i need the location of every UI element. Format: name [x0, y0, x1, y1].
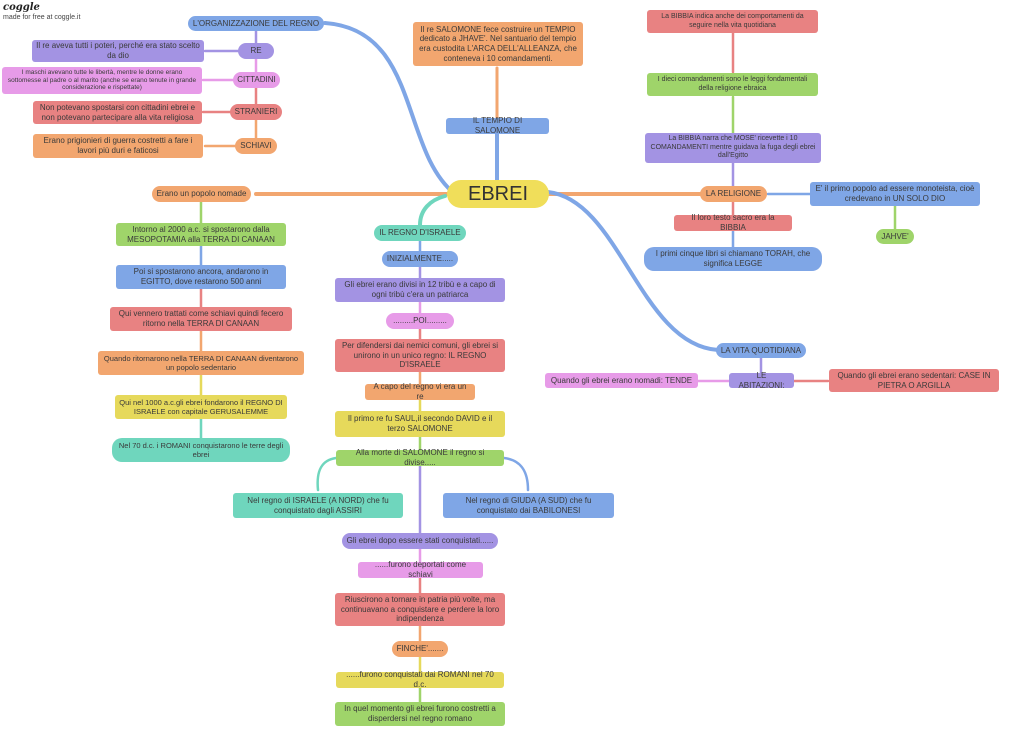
node-regno-8[interactable]: Nel regno di ISRAELE (A NORD) che fu con…	[233, 493, 403, 518]
node-sedentari[interactable]: Quando gli ebrei erano sedentari: CASE I…	[829, 369, 999, 392]
node-cittadini-desc[interactable]: I maschi avevano tutte le libertà, mentr…	[2, 67, 202, 94]
node-nomade-6[interactable]: Nel 70 d.c. i ROMANI conquistarono le te…	[112, 438, 290, 462]
node-regno-4[interactable]: Per difendersi dai nemici comuni, gli eb…	[335, 339, 505, 372]
node-torah[interactable]: I primi cinque libri si chiamano TORAH, …	[644, 247, 822, 271]
node-regno-3[interactable]: .........POI.........	[386, 313, 454, 329]
node-comandamenti[interactable]: I dieci comandamenti sono le leggi fonda…	[647, 73, 818, 96]
node-tempio-desc[interactable]: Il re SALOMONE fece costruire un TEMPIO …	[413, 22, 583, 66]
node-cittadini[interactable]: CITTADINI	[233, 72, 280, 88]
node-regno-7[interactable]: Alla morte di SALOMONE il regno si divis…	[336, 448, 504, 467]
node-regno-11[interactable]: ......furono deportati come schiavi	[358, 560, 483, 579]
node-tempio[interactable]: IL TEMPIO DI SALOMONE	[446, 116, 549, 135]
node-regno-9[interactable]: Nel regno di GIUDA (A SUD) che fu conqui…	[443, 493, 614, 518]
node-nomade-3[interactable]: Qui vennero trattati come schiavi quindi…	[110, 307, 292, 331]
node-religione[interactable]: LA RELIGIONE	[700, 186, 767, 202]
node-regno-14[interactable]: ......furono conquistati dai ROMANI nel …	[336, 670, 504, 689]
node-regno-15[interactable]: In quel momento gli ebrei furono costret…	[335, 702, 505, 726]
coggle-logo: coggle	[3, 2, 40, 13]
node-schiavi-desc[interactable]: Erano prigionieri di guerra costretti a …	[33, 134, 203, 158]
coggle-tagline: made for free at coggle.it	[3, 14, 81, 21]
node-re-desc[interactable]: Il re aveva tutti i poteri, perché era s…	[32, 40, 204, 62]
node-stranieri[interactable]: STRANIERI	[230, 104, 282, 120]
node-regno-israele[interactable]: IL REGNO D'ISRAELE	[374, 225, 466, 241]
node-re[interactable]: RE	[238, 43, 274, 59]
node-bibbia-indica[interactable]: La BIBBIA indica anche dei comportamenti…	[647, 10, 818, 33]
node-bibbia-narra[interactable]: La BIBBIA narra che MOSE' ricevette i 10…	[645, 133, 821, 163]
node-nomade-4[interactable]: Quando ritornarono nella TERRA DI CANAAN…	[98, 351, 304, 375]
node-regno-6[interactable]: Il primo re fu SAUL,il secondo DAVID e i…	[335, 411, 505, 437]
node-jahve[interactable]: JAHVE'	[876, 229, 914, 244]
node-testo-sacro[interactable]: Il loro testo sacro era la BIBBIA	[674, 213, 792, 232]
node-nomadi[interactable]: Quando gli ebrei erano nomadi: TENDE	[545, 373, 698, 388]
node-vita-quotidiana[interactable]: LA VITA QUOTIDIANA	[716, 343, 806, 358]
node-abitazioni[interactable]: LE ABITAZIONI:	[729, 371, 794, 390]
node-organizzazione[interactable]: L'ORGANIZZAZIONE DEL REGNO	[188, 16, 324, 31]
node-popolo-nomade[interactable]: Erano un popolo nomade	[152, 186, 251, 202]
node-regno-13[interactable]: FINCHE'.......	[392, 641, 448, 657]
node-nomade-2[interactable]: Poi si spostarono ancora, andarono in EG…	[116, 265, 286, 289]
node-nomade-5[interactable]: Qui nel 1000 a.c.gli ebrei fondarono il …	[115, 395, 287, 419]
node-regno-2[interactable]: Gli ebrei erano divisi in 12 tribù e a c…	[335, 278, 505, 302]
node-monoteista[interactable]: E' il primo popolo ad essere monoteista,…	[810, 182, 980, 206]
node-stranieri-desc[interactable]: Non potevano spostarsi con cittadini ebr…	[33, 101, 202, 124]
node-nomade-1[interactable]: Intorno al 2000 a.c. si spostarono dalla…	[116, 223, 286, 246]
root-node[interactable]: EBREI	[447, 180, 549, 208]
node-regno-10[interactable]: Gli ebrei dopo essere stati conquistati.…	[342, 533, 498, 549]
coggle-brand: coggle made for free at coggle.it	[3, 2, 80, 21]
node-regno-1[interactable]: INIZIALMENTE.....	[382, 251, 458, 267]
node-regno-12[interactable]: Riuscirono a tornare in patria più volte…	[335, 593, 505, 626]
node-regno-5[interactable]: A capo del regno vi era un re	[365, 382, 475, 401]
node-schiavi[interactable]: SCHIAVI	[235, 138, 277, 154]
